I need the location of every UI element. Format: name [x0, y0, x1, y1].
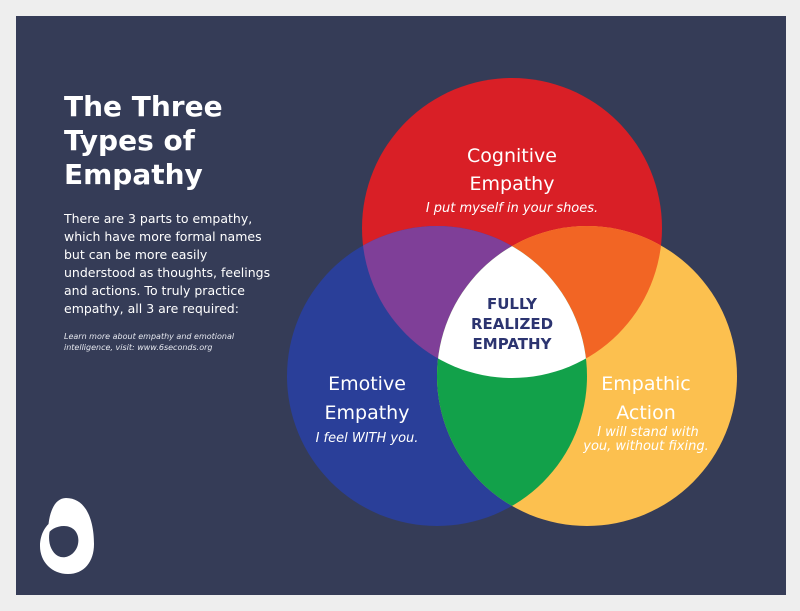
poster: The Three Types of Empathy There are 3 p…	[16, 16, 786, 595]
action-subtitle-2: you, without fixing.	[582, 439, 708, 454]
venn-diagram: Cognitive Empathy I put myself in your s…	[287, 78, 737, 526]
cognitive-title-2: Empathy	[470, 173, 555, 195]
title-line-3: Empathy	[64, 158, 203, 191]
logo-shape	[40, 498, 94, 574]
learn-more-text: Learn more about empathy and emotional i…	[64, 332, 235, 352]
page-title: The Three Types of Empathy	[64, 90, 304, 192]
description-text: There are 3 parts to empathy, which have…	[64, 211, 271, 316]
action-title-2: Action	[616, 402, 676, 424]
cognitive-subtitle-1: I put myself in your shoes.	[426, 201, 598, 216]
six-seconds-logo-icon	[40, 498, 94, 574]
emotive-title-1: Emotive	[328, 373, 406, 395]
center-label-3: EMPATHY	[473, 335, 553, 353]
overlap-center	[437, 226, 587, 378]
emotive-subtitle-1: I feel WITH you.	[316, 431, 419, 446]
center-label-2: REALIZED	[471, 315, 553, 333]
cognitive-title-1: Cognitive	[467, 145, 557, 167]
action-subtitle-1: I will stand with	[597, 425, 699, 440]
title-line-1: The Three	[64, 90, 223, 123]
title-line-2: Types of	[64, 124, 195, 157]
emotive-title-2: Empathy	[325, 402, 410, 424]
action-title-1: Empathic	[601, 373, 690, 395]
center-label-1: FULLY	[487, 295, 538, 313]
